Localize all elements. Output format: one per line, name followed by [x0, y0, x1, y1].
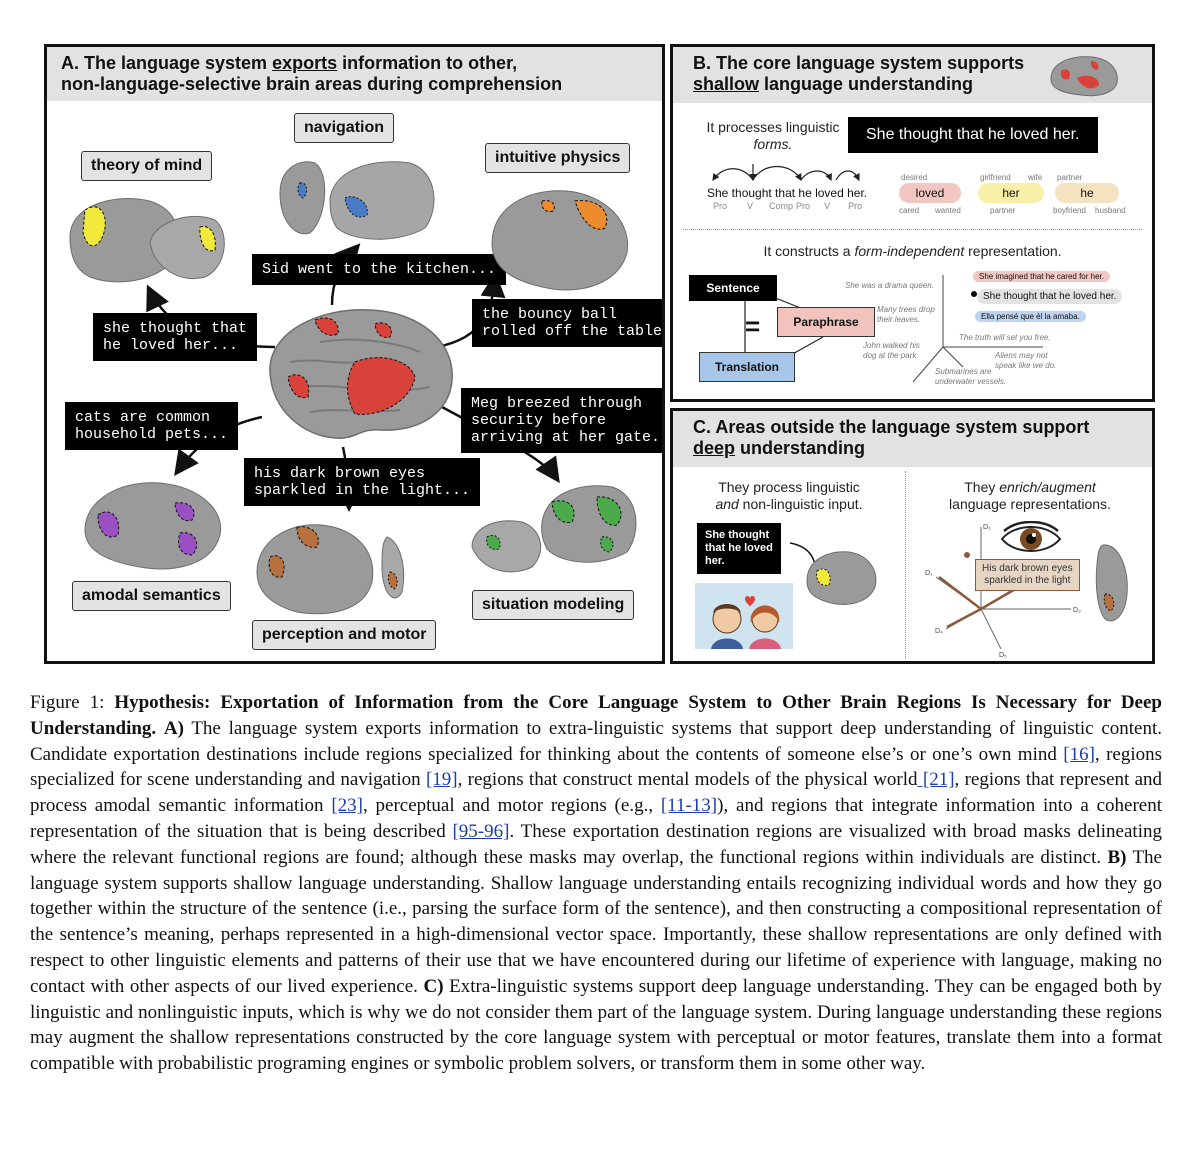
brain-intuitive-physics	[491, 190, 629, 291]
word-cloud-her: girlfriend wife her partner	[978, 173, 1044, 215]
brain-theory-of-mind	[69, 198, 225, 283]
panel-c-bubble: She thought that he loved her.	[697, 523, 781, 574]
ref-11-13[interactable]: [11-13]	[660, 795, 718, 817]
bubble-phys: the bouncy ball rolled off the table...	[472, 299, 662, 347]
space-s2: She thought that he loved her.	[977, 289, 1123, 304]
space-g4: John walked his dog at the park.	[863, 341, 920, 360]
panel-a: A. The language system exports informati…	[44, 44, 665, 664]
panel-b: B. The core language system supports sha…	[670, 44, 1155, 402]
ref-23[interactable]: [23]	[331, 795, 363, 817]
space-g5: Aliens may not speak like we do.	[995, 351, 1057, 370]
panel-c-title: C. Areas outside the language system sup…	[673, 411, 1152, 467]
space-g1: She was a drama queen.	[845, 281, 934, 290]
word-cloud-he: partner he boyfriend husband	[1053, 173, 1126, 215]
ref-16[interactable]: [16]	[1063, 743, 1095, 765]
form-independent-caption: It constructs a form-independent represe…	[763, 243, 1062, 259]
label-intuitive-physics: intuitive physics	[485, 143, 631, 173]
word-cloud-loved: desired loved cared wanted	[899, 173, 961, 215]
axis-d3: D₃	[1073, 607, 1081, 614]
sentence-label-box: Sentence	[689, 275, 777, 301]
bubble-perc: his dark brown eyes sparkled in the ligh…	[244, 458, 481, 506]
label-theory-of-mind: theory of mind	[81, 151, 213, 181]
space-s1: She imagined that he cared for her.	[973, 271, 1110, 282]
label-situation-modeling: situation modeling	[472, 590, 635, 620]
ref-21[interactable]: [21]	[917, 769, 955, 791]
space-g2: Many trees drop their leaves.	[877, 305, 935, 324]
bubble-nav: Sid went to the kitchen...	[252, 254, 507, 285]
parse-diagram	[712, 164, 860, 182]
axis-d5: D₅	[999, 652, 1007, 659]
space-g6: Submarines are underwater vessels.	[935, 367, 1007, 386]
paraphrase-box: Paraphrase	[777, 307, 875, 337]
couple-illustration	[695, 583, 793, 649]
central-language-brain	[269, 309, 453, 439]
panel-a-title: A. The language system exports informati…	[47, 47, 662, 101]
bubble-sit: Meg breezed through security before arri…	[461, 388, 662, 453]
parse-sentence: She thought that he loved her.	[707, 186, 868, 200]
bubble-sem: cats are common household pets...	[65, 402, 239, 450]
panel-c-right-caption: They enrich/augment language representat…	[949, 479, 1111, 512]
axis-d4: D₄	[935, 628, 943, 635]
forms-caption: It processes linguistic forms.	[706, 119, 840, 152]
panel-c-brain-motor	[1095, 544, 1128, 622]
space-g3: The truth will set you free.	[959, 333, 1051, 342]
axis-d2: D₂	[983, 524, 991, 531]
space-dot	[971, 291, 977, 297]
bubble-tom: she thought that he loved her...	[93, 313, 258, 361]
panel-c-left-caption: They process linguistic and non-linguist…	[715, 479, 863, 512]
panel-b-divider	[683, 229, 1142, 230]
axis-d1: D₁	[925, 570, 933, 577]
label-amodal-semantics: amodal semantics	[72, 581, 231, 611]
panel-c-brain-tom	[806, 551, 877, 605]
space-s3: Ella pensé que él la amaba.	[975, 311, 1086, 322]
brain-navigation	[279, 161, 435, 240]
ref-19[interactable]: [19]	[425, 769, 458, 791]
ref-95-96[interactable]: [95-96]	[452, 820, 510, 842]
equals-sign: =	[745, 311, 761, 341]
panel-c-divider	[905, 471, 906, 659]
caption-title: Hypothesis: Exportation of Information f…	[30, 692, 1162, 739]
label-perception-motor: perception and motor	[252, 620, 437, 650]
brain-perception-motor	[256, 524, 405, 615]
enrich-sentence-box: His dark brown eyes sparkled in the ligh…	[975, 559, 1080, 591]
brain-amodal-semantics	[84, 482, 222, 570]
figure-caption: Figure 1: Hypothesis: Exportation of Inf…	[30, 692, 1163, 1075]
label-navigation: navigation	[294, 113, 395, 143]
panel-c: C. Areas outside the language system sup…	[670, 408, 1155, 664]
sentence-box: She thought that he loved her.	[848, 117, 1098, 153]
panel-b-brain-icon	[1050, 56, 1118, 97]
eye-icon	[1000, 521, 1062, 552]
translation-box: Translation	[699, 352, 795, 382]
brain-situation-modeling	[471, 485, 637, 573]
